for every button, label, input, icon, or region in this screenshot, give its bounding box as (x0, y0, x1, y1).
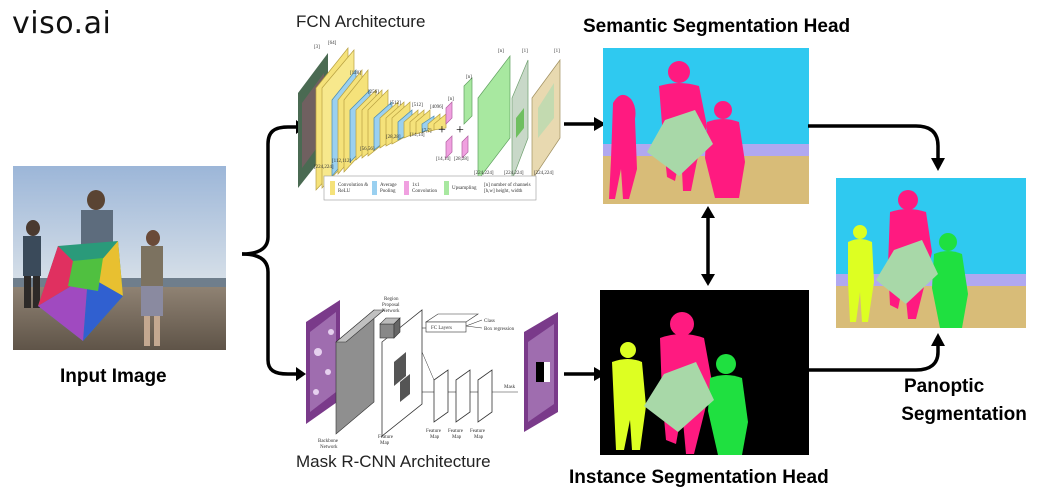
svg-text:[h,w] height, width: [h,w] height, width (484, 189, 523, 194)
input-image-photo (13, 166, 226, 350)
svg-text:[28,28]: [28,28] (386, 135, 401, 140)
fcn-architecture-label: FCN Architecture (296, 12, 426, 31)
arrow-semantic-to-panoptic (808, 124, 945, 171)
svg-text:Convolution &: Convolution & (338, 183, 368, 188)
arrow-semantic-instance-link (701, 206, 715, 286)
instance-head-label: Instance Segmentation Head (569, 467, 829, 488)
svg-text:Backbone: Backbone (318, 439, 339, 444)
svg-text:[512]: [512] (412, 103, 423, 108)
svg-text:[n]: [n] (498, 49, 504, 54)
svg-text:[28,28]: [28,28] (454, 157, 469, 162)
svg-text:[n]: [n] (466, 75, 472, 80)
svg-text:Upsampling: Upsampling (452, 186, 477, 191)
svg-text:Network: Network (320, 445, 338, 450)
svg-text:1x1: 1x1 (412, 183, 420, 188)
svg-text:Feature: Feature (378, 435, 394, 440)
svg-text:[56,56]: [56,56] (360, 147, 375, 152)
svg-text:Mask: Mask (504, 385, 516, 390)
svg-text:[224,224]: [224,224] (534, 171, 554, 176)
svg-text:FC Layers: FC Layers (431, 326, 452, 331)
viso-logo: viso.ai (12, 6, 112, 41)
arrow-fcn-to-semantic (564, 117, 606, 131)
svg-text:[14,14]: [14,14] (410, 133, 425, 138)
svg-text:[256]: [256] (368, 90, 379, 95)
svg-text:Network: Network (382, 309, 400, 314)
svg-text:Region: Region (384, 297, 399, 302)
svg-text:[4096]: [4096] (430, 105, 444, 110)
semantic-head-label: Semantic Segmentation Head (583, 16, 851, 37)
svg-text:[224,224]: [224,224] (474, 171, 494, 176)
svg-text:[1]: [1] (522, 49, 528, 54)
svg-text:Map: Map (380, 441, 390, 446)
svg-text:[n] number of channels: [n] number of channels (484, 183, 531, 188)
svg-text:Feature: Feature (426, 429, 442, 434)
semantic-segmentation-image (603, 48, 809, 204)
svg-text:[224,224]: [224,224] (314, 165, 334, 170)
svg-text:[64]: [64] (328, 41, 337, 46)
svg-text:+: + (456, 123, 464, 138)
svg-text:Map: Map (452, 435, 462, 440)
svg-text:[512]: [512] (390, 101, 401, 106)
svg-text:[7,7]: [7,7] (422, 129, 432, 134)
panoptic-label-line2: Segmentation (901, 404, 1027, 425)
svg-text:[224,224]: [224,224] (504, 171, 524, 176)
mask-rcnn-architecture-label: Mask R-CNN Architecture (296, 452, 491, 471)
svg-text:Map: Map (430, 435, 440, 440)
panoptic-label-line1: Panoptic (904, 376, 985, 397)
svg-text:[14,14]: [14,14] (436, 157, 451, 162)
svg-text:Box regression: Box regression (484, 327, 515, 332)
fcn-diagram: + + [3] [64] [128] [256] [512] [512] [40… (288, 38, 570, 206)
svg-text:[n]: [n] (448, 97, 454, 102)
svg-text:Pooling: Pooling (380, 189, 396, 194)
svg-text:[1]: [1] (554, 49, 560, 54)
svg-text:Map: Map (474, 435, 484, 440)
svg-text:[112,112]: [112,112] (332, 159, 352, 164)
svg-text:Convolution: Convolution (412, 189, 438, 194)
svg-text:[128]: [128] (350, 71, 361, 76)
svg-text:Average: Average (380, 183, 397, 188)
arrow-instance-to-panoptic (808, 333, 945, 372)
svg-text:Feature: Feature (448, 429, 464, 434)
svg-text:[3]: [3] (314, 45, 320, 50)
svg-text:Class: Class (484, 319, 495, 324)
svg-text:ReLU: ReLU (338, 189, 351, 194)
panoptic-segmentation-image (836, 178, 1026, 328)
input-image-label: Input Image (60, 366, 167, 387)
instance-segmentation-image (600, 290, 809, 455)
svg-text:Proposal: Proposal (382, 303, 400, 308)
mask-rcnn-diagram: Backbone Network Feature Map Region Prop… (296, 292, 566, 450)
svg-text:+: + (438, 123, 446, 138)
svg-text:Feature: Feature (470, 429, 486, 434)
